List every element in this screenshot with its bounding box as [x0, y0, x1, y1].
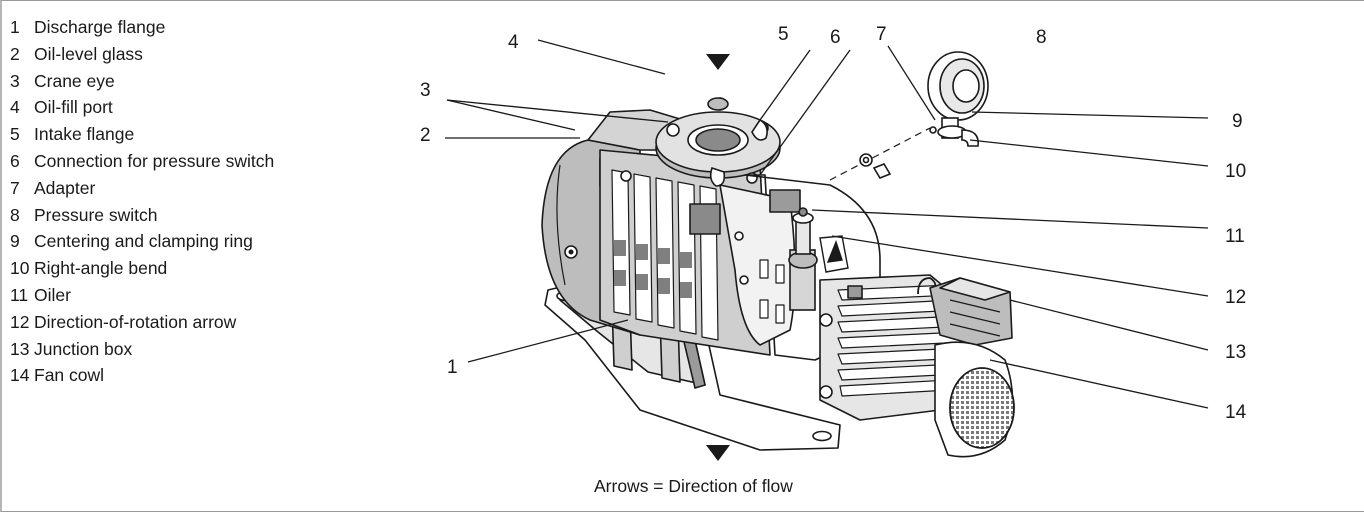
- callout-13: 13: [1225, 342, 1246, 363]
- callout-1: 1: [447, 357, 458, 378]
- parts-legend: 1 Discharge flange 2 Oil-level glass 3 Cran…: [10, 14, 274, 389]
- callout-6: 6: [830, 27, 841, 48]
- legend-label: Intake flange: [34, 124, 135, 145]
- callout-3: 3: [420, 80, 431, 101]
- rotation-arrow-plate: [819, 235, 849, 273]
- callout-7: 7: [876, 24, 887, 45]
- legend-number: 4: [10, 97, 20, 118]
- legend-number: 10: [10, 258, 30, 279]
- callout-11: 11: [1225, 226, 1245, 247]
- crane-eye: [709, 166, 726, 187]
- legend-number: 6: [10, 150, 20, 171]
- legend-label: Oil-fill port: [34, 97, 113, 118]
- legend-number: 8: [10, 204, 20, 225]
- legend-number: 2: [10, 43, 20, 64]
- legend-number: 12: [10, 311, 30, 332]
- legend-item: 2 Oil-level glass: [10, 41, 274, 68]
- callout-4: 4: [508, 32, 519, 53]
- legend-number: 11: [10, 284, 29, 305]
- flow-caption: Arrows = Direction of flow: [594, 476, 793, 496]
- flow-arrow-bottom: [706, 445, 730, 461]
- intake-flange: [655, 97, 781, 187]
- legend-label: Discharge flange: [34, 17, 166, 37]
- junction-box: [929, 277, 1013, 346]
- legend-label: Crane eye: [34, 70, 115, 91]
- legend-label: Junction box: [34, 338, 133, 359]
- legend-item: 9 Centering and clamping ring: [10, 228, 274, 255]
- callout-2: 2: [420, 125, 431, 146]
- legend-number: 14: [10, 365, 30, 386]
- pressure-switch-assembly: [829, 51, 989, 181]
- adapter-and-bend: [929, 117, 979, 147]
- legend-number: 1: [10, 17, 20, 37]
- legend-number: 13: [10, 338, 30, 359]
- legend-label: Centering and clamping ring: [34, 231, 253, 252]
- legend-label: Connection for pressure switch: [34, 150, 275, 171]
- legend-number: 7: [10, 177, 20, 198]
- legend-item: 4 Oil-fill port: [10, 94, 274, 121]
- legend-item: 8 Pressure switch: [10, 202, 274, 229]
- pressure-switch: [927, 51, 989, 121]
- callout-5: 5: [778, 24, 789, 45]
- screw: [872, 163, 892, 179]
- callout-8: 8: [1036, 27, 1047, 48]
- legend-number: 5: [10, 124, 20, 145]
- legend-label: Pressure switch: [34, 204, 158, 225]
- legend-number: 9: [10, 231, 20, 252]
- callout-numbers: 4 5 6 7 8 3 2 9 10 11 12 13 14 1: [420, 24, 1247, 423]
- fan-cowl: [934, 341, 1015, 458]
- legend-item: 7 Adapter: [10, 175, 274, 202]
- crane-eye: [751, 118, 768, 141]
- legend-label: Adapter: [34, 177, 96, 198]
- flow-arrow-top: [706, 54, 730, 70]
- callout-9: 9: [1232, 111, 1243, 132]
- oiler: [788, 207, 818, 311]
- legend-label: Oiler: [34, 284, 71, 305]
- legend-item: 3 Crane eye: [10, 68, 274, 95]
- legend-label: Oil-level glass: [34, 43, 143, 64]
- legend-item: 6 Connection for pressure switch: [10, 148, 274, 175]
- callout-leaders: [445, 39, 1209, 409]
- legend-number: 3: [10, 70, 20, 91]
- legend-label: Direction-of-rotation arrow: [34, 311, 237, 332]
- legend-item: 1 Discharge flange: [10, 14, 274, 41]
- legend-item: 5 Intake flange: [10, 121, 274, 148]
- legend-label: Fan cowl: [34, 365, 105, 386]
- callout-14: 14: [1225, 402, 1247, 423]
- callout-10: 10: [1225, 161, 1246, 182]
- callout-12: 12: [1225, 287, 1246, 308]
- legend-label: Right-angle bend: [34, 258, 168, 279]
